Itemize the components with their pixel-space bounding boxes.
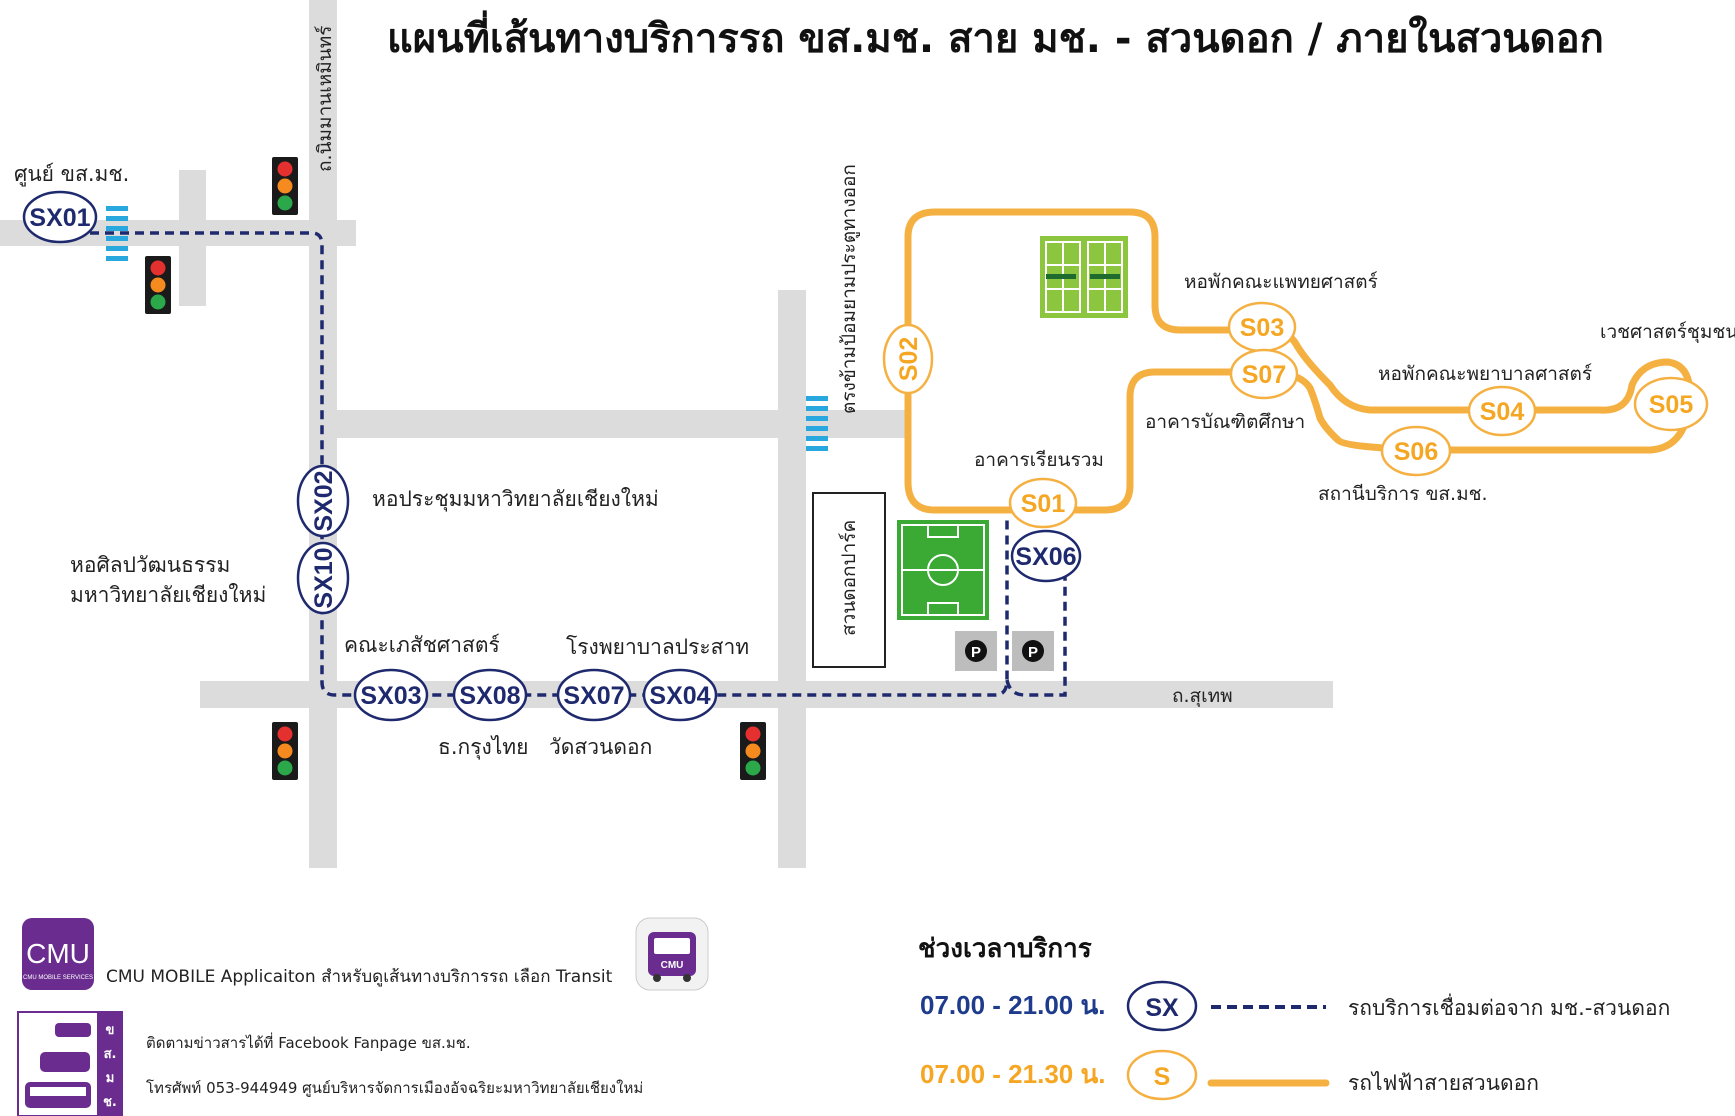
svg-text:S: S xyxy=(1154,1063,1171,1091)
football-field-icon xyxy=(897,520,989,620)
svg-text:CMU MOBILE SERVICES: CMU MOBILE SERVICES xyxy=(23,975,93,981)
svg-text:P: P xyxy=(1028,644,1038,661)
stop-sx03[interactable]: SX03 xyxy=(353,668,429,722)
traffic-light-icon xyxy=(740,722,766,780)
legend-s-desc: รถไฟฟ้าสายสวนดอก xyxy=(1348,1071,1539,1095)
svg-text:S01: S01 xyxy=(1021,490,1066,518)
place-label-hospital: โรงพยาบาลประสาท xyxy=(566,635,749,659)
svg-text:ส.: ส. xyxy=(104,1047,117,1062)
footer-facebook: ติดตามข่าวสารได้ที่ Facebook Fanpage ขส.… xyxy=(146,1032,471,1052)
svg-text:CMU: CMU xyxy=(661,960,684,971)
stop-sx04[interactable]: SX04 xyxy=(642,668,718,722)
suandok-park-building xyxy=(812,492,886,668)
tennis-court-icon xyxy=(1040,236,1128,318)
svg-text:SX04: SX04 xyxy=(649,682,710,710)
sor-mor-chor-logo: ข ส. ม ช. xyxy=(17,1011,123,1116)
stop-sx02[interactable]: SX02 xyxy=(296,464,350,538)
stop-s06[interactable]: S06 xyxy=(1380,425,1452,477)
road-suandok-gate xyxy=(778,290,806,868)
cmu-mobile-logo: CMU CMU MOBILE SERVICES xyxy=(22,918,94,990)
svg-text:S06: S06 xyxy=(1394,438,1438,466)
place-label-classroom: อาคารเรียนรวม xyxy=(974,449,1104,471)
road-label-gate: ตรงข้ามป้อมยามประตูทางออก xyxy=(838,164,860,414)
svg-text:CMU: CMU xyxy=(26,938,90,969)
footer-phone: โทรศัพท์ 053-944949 ศูนย์บริหารจัดการเมื… xyxy=(146,1079,643,1097)
svg-text:ข: ข xyxy=(106,1023,115,1038)
traffic-light-icon xyxy=(272,722,298,780)
crosswalk-right xyxy=(806,396,828,451)
legend-s-time: 07.00 - 21.30 น. xyxy=(920,1059,1105,1089)
stop-sx01[interactable]: SX01 xyxy=(22,190,98,244)
stop-s01[interactable]: S01 xyxy=(1008,477,1078,529)
footer-app-text: CMU MOBILE Applicaiton สำหรับดูเส้นทางบร… xyxy=(106,967,613,987)
transit-app-icon[interactable]: CMU xyxy=(635,917,709,991)
svg-text:SX: SX xyxy=(1145,994,1179,1022)
place-label-grad: อาคารบัณฑิตศึกษา xyxy=(1145,411,1305,433)
legend-sx-time: 07.00 - 21.00 น. xyxy=(920,990,1105,1020)
svg-text:S05: S05 xyxy=(1649,391,1694,419)
page-title: แผนที่เส้นทางบริการรถ ขส.มช. สาย มช. - ส… xyxy=(387,10,1604,62)
legend-heading: ช่วงเวลาบริการ xyxy=(918,934,1092,964)
place-label-temple: วัดสวนดอก xyxy=(549,735,652,759)
svg-text:SX02: SX02 xyxy=(310,470,338,531)
place-label-hall: หอประชุมมหาวิทยาลัยเชียงใหม่ xyxy=(372,487,659,512)
road-middle xyxy=(337,410,911,438)
svg-text:SX06: SX06 xyxy=(1015,543,1076,571)
svg-text:ม: ม xyxy=(106,1071,115,1086)
svg-text:S04: S04 xyxy=(1480,398,1525,426)
road-label-nimman: ถ.นิมมานเหมินทร์ xyxy=(314,26,336,173)
svg-text:SX03: SX03 xyxy=(360,682,421,710)
place-label-nurse-dorm: หอพักคณะพยาบาลศาสตร์ xyxy=(1378,363,1592,385)
road-label-park: สวนดอกปาร์ค xyxy=(838,520,860,636)
legend-sx-desc: รถบริการเชื่อมต่อจาก มช.-สวนดอก xyxy=(1348,993,1670,1020)
traffic-light-icon xyxy=(272,157,298,215)
place-label-art-line1: หอศิลปวัฒนธรรม xyxy=(70,553,230,577)
legend-sx-badge: SX xyxy=(1126,980,1198,1032)
sx-route-line xyxy=(60,231,1067,697)
crosswalk-left xyxy=(106,206,128,261)
s-route-line xyxy=(904,208,1694,514)
svg-text:S03: S03 xyxy=(1240,314,1284,342)
stop-sx08[interactable]: SX08 xyxy=(452,668,528,722)
stop-sx07[interactable]: SX07 xyxy=(556,668,632,722)
place-label-station: สถานีบริการ ขส.มช. xyxy=(1318,483,1488,505)
place-label-art-line2: มหาวิทยาลัยเชียงใหม่ xyxy=(70,583,266,607)
svg-text:SX08: SX08 xyxy=(459,682,520,710)
svg-text:SX01: SX01 xyxy=(29,204,90,232)
stop-sx10[interactable]: SX10 xyxy=(296,541,350,615)
svg-text:ช.: ช. xyxy=(103,1095,117,1110)
place-label-center: ศูนย์ ขส.มช. xyxy=(14,162,129,187)
road-label-suthep: ถ.สุเทพ xyxy=(1172,685,1233,708)
svg-text:SX07: SX07 xyxy=(563,682,624,710)
stop-sx06[interactable]: SX06 xyxy=(1010,529,1082,583)
place-label-pharmacy: คณะเภสัชศาสตร์ xyxy=(344,633,500,657)
parking-icon: P xyxy=(1012,631,1054,671)
svg-text:S02: S02 xyxy=(895,337,923,381)
stop-s03[interactable]: S03 xyxy=(1227,301,1297,353)
stop-s07[interactable]: S07 xyxy=(1229,348,1299,400)
svg-text:S07: S07 xyxy=(1242,361,1286,389)
svg-text:P: P xyxy=(971,644,981,661)
place-label-med-dorm: หอพักคณะแพทยศาสตร์ xyxy=(1184,271,1378,293)
stop-s02[interactable]: S02 xyxy=(882,323,934,395)
svg-text:SX10: SX10 xyxy=(310,547,338,608)
traffic-light-icon xyxy=(145,256,171,314)
place-label-community: เวชศาสตร์ชุมชน xyxy=(1600,321,1735,344)
road-side-stub xyxy=(179,170,206,306)
stop-s04[interactable]: S04 xyxy=(1467,385,1537,437)
stop-s05[interactable]: S05 xyxy=(1633,376,1709,432)
legend-s-badge: S xyxy=(1126,1049,1198,1101)
parking-icon: P xyxy=(955,631,997,671)
place-label-ktb: ธ.กรุงไทย xyxy=(438,735,528,760)
